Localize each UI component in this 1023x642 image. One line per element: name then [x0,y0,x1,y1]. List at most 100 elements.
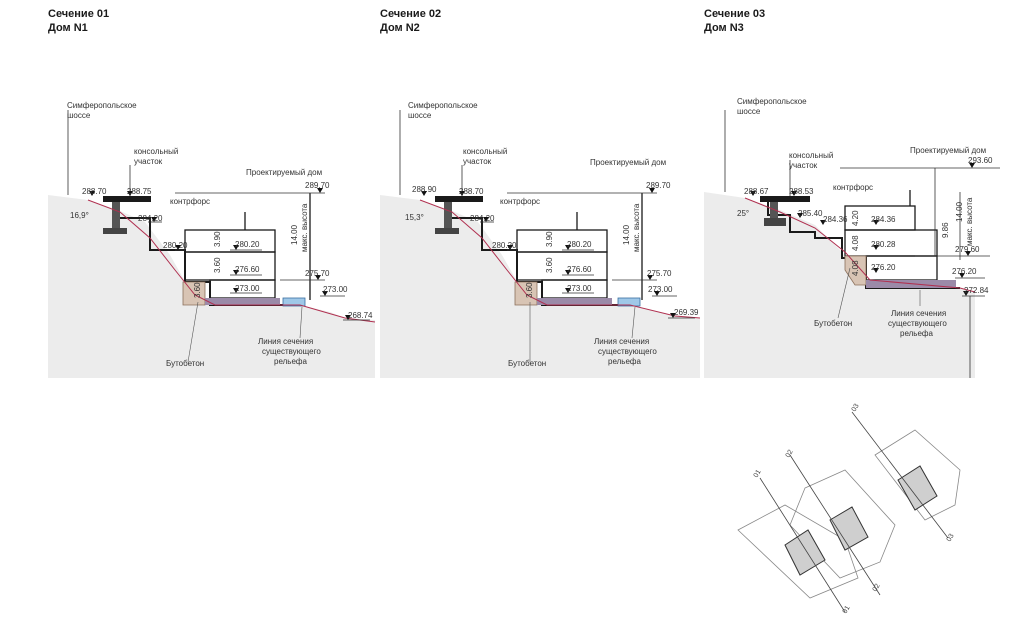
s1-line-label-2: существующего [262,347,321,356]
building-2 [829,506,869,551]
section-03-road-slab [760,196,810,202]
s1-dim-1: 3.90 [213,231,222,247]
s2-buto-label: Бутобетон [508,359,546,368]
s1-console-label-1: консольный [134,147,178,156]
s1-angle-label: 16,9° [70,211,89,220]
section-02-relief-line [419,199,701,319]
s3-console-label-1: консольный [789,151,833,160]
section-03-level-lines [724,110,1000,378]
s2-line-label-1: Линия сечения [594,337,649,346]
s2-angle-label: 15,3° [405,213,424,222]
s2-elev-10: 273.00 [648,285,673,294]
s1-line-label-3: рельефа [274,357,308,366]
section-03-drawing: Симферопольское шоссе консольный участок… [704,40,1000,378]
s2-dim-1: 3.90 [545,231,554,247]
s1-elev-1: 288.70 [82,187,107,196]
s1-console-label-2: участок [134,157,163,166]
s3-angle-label: 25° [737,209,749,218]
section-03-title: Сечение 03 Дом N3 [704,7,765,35]
section-02-cantilever-pier [444,202,452,230]
section-02-drawing: Симферопольское шоссе консольный участок… [380,40,701,378]
site-plan: 01 02 03 03 02 01 [737,403,961,615]
s2-max-1: 14.00 [622,224,631,245]
s1-elev-9: 273.00 [235,284,260,293]
s1-max-2: макс. высота [300,203,309,252]
plan-label-01-top: 01 [753,469,763,479]
s2-elev-9: 273.00 [567,284,592,293]
section-02-house [516,193,643,300]
section-01-cantilever-pier [112,202,120,230]
s3-line-label-1: Линия сечения [891,309,946,318]
section-03-cantilever-base [764,218,786,226]
section-01-drawing: Симферопольское шоссе консольный участок… [48,40,376,378]
section-02-markers [421,188,676,318]
s3-elev-8: 279.60 [955,245,980,254]
s1-road-label-1: Симферопольское [67,101,137,110]
section-02-slab [537,298,612,305]
s3-road-label-1: Симферопольское [737,97,807,106]
s1-buto-label: Бутобетон [166,359,204,368]
section-02-level-lines [399,110,695,319]
s2-road-label-2: шоссе [408,111,432,120]
section-02-cantilever-base [435,228,459,234]
s2-elev-4: 284.20 [470,214,495,223]
s2-max-2: макс. высота [632,203,641,252]
s2-elev-8: 275.70 [647,269,672,278]
s3-console-label-2: участок [789,161,818,170]
s2-line-label-3: рельефа [608,357,642,366]
s3-road-label-2: шоссе [737,107,761,116]
section-02-terrain [380,195,700,378]
s3-max-2: макс. высота [965,197,974,246]
section-02-title: Сечение 02 Дом N2 [380,7,441,35]
plan-label-03-top: 03 [851,403,861,413]
s2-dim-3: 3.60 [525,282,534,298]
section-03-label: Сечение 03 [704,8,766,20]
s3-elev-5: 284.36 [823,215,848,224]
s1-elev-4: 284.20 [138,214,163,223]
s1-elev-8: 275.70 [305,269,330,278]
plan-label-03-bottom: 03 [946,533,956,543]
house-02-label: Дом N2 [380,22,420,34]
s1-elev-7: 276.60 [235,265,260,274]
s3-dim-2: 4.08 [851,235,860,251]
s2-console-label-2: участок [463,157,492,166]
section-01-label: Сечение 01 [48,8,110,20]
section-01-level-lines [67,110,370,321]
s2-elev-1: 288.90 [412,185,437,194]
plan-label-02-top: 02 [785,449,795,459]
s3-dim-total: 9.86 [941,222,950,238]
section-01-markers [89,188,351,320]
s1-dim-2: 3.60 [213,257,222,273]
s2-console-label-1: консольный [463,147,507,156]
s2-elev-5: 280.20 [492,241,517,250]
s2-road-label-1: Симферопольское [408,101,478,110]
s1-dim-3: 3.60 [193,282,202,298]
s1-elev-11: 268.74 [348,311,373,320]
s1-elev-10: 273.00 [323,285,348,294]
building-3 [897,465,938,511]
section-02-pool [617,297,641,307]
section-02-road-slab [435,196,483,202]
s1-max-1: 14.00 [290,224,299,245]
plan-label-01-bottom: 01 [842,605,852,615]
s2-elev-6: 280.20 [567,240,592,249]
s3-elev-3: 293.60 [968,156,993,165]
section-03-relief-line [744,197,976,293]
s1-project-label: Проектируемый дом [246,168,322,177]
s1-road-label-2: шоссе [67,111,91,120]
s3-elev-4: 285.40 [798,209,823,218]
section-01-cantilever-base [103,228,127,234]
section-03-buto-concrete [844,255,867,286]
s3-elev-9: 276.20 [871,263,896,272]
s1-elev-2: 288.75 [127,187,152,196]
section-03-markers [750,163,975,296]
s3-elev-11: 272.84 [964,286,989,295]
building-1 [784,529,826,576]
s3-line-label-2: существующего [888,319,947,328]
plot-1-outline [737,504,859,599]
s2-elev-3: 289.70 [646,181,671,190]
s3-dim-3: 4.08 [851,260,860,276]
s3-elev-6: 284.36 [871,215,896,224]
s3-kontrfors-label: контрфорс [833,183,873,192]
